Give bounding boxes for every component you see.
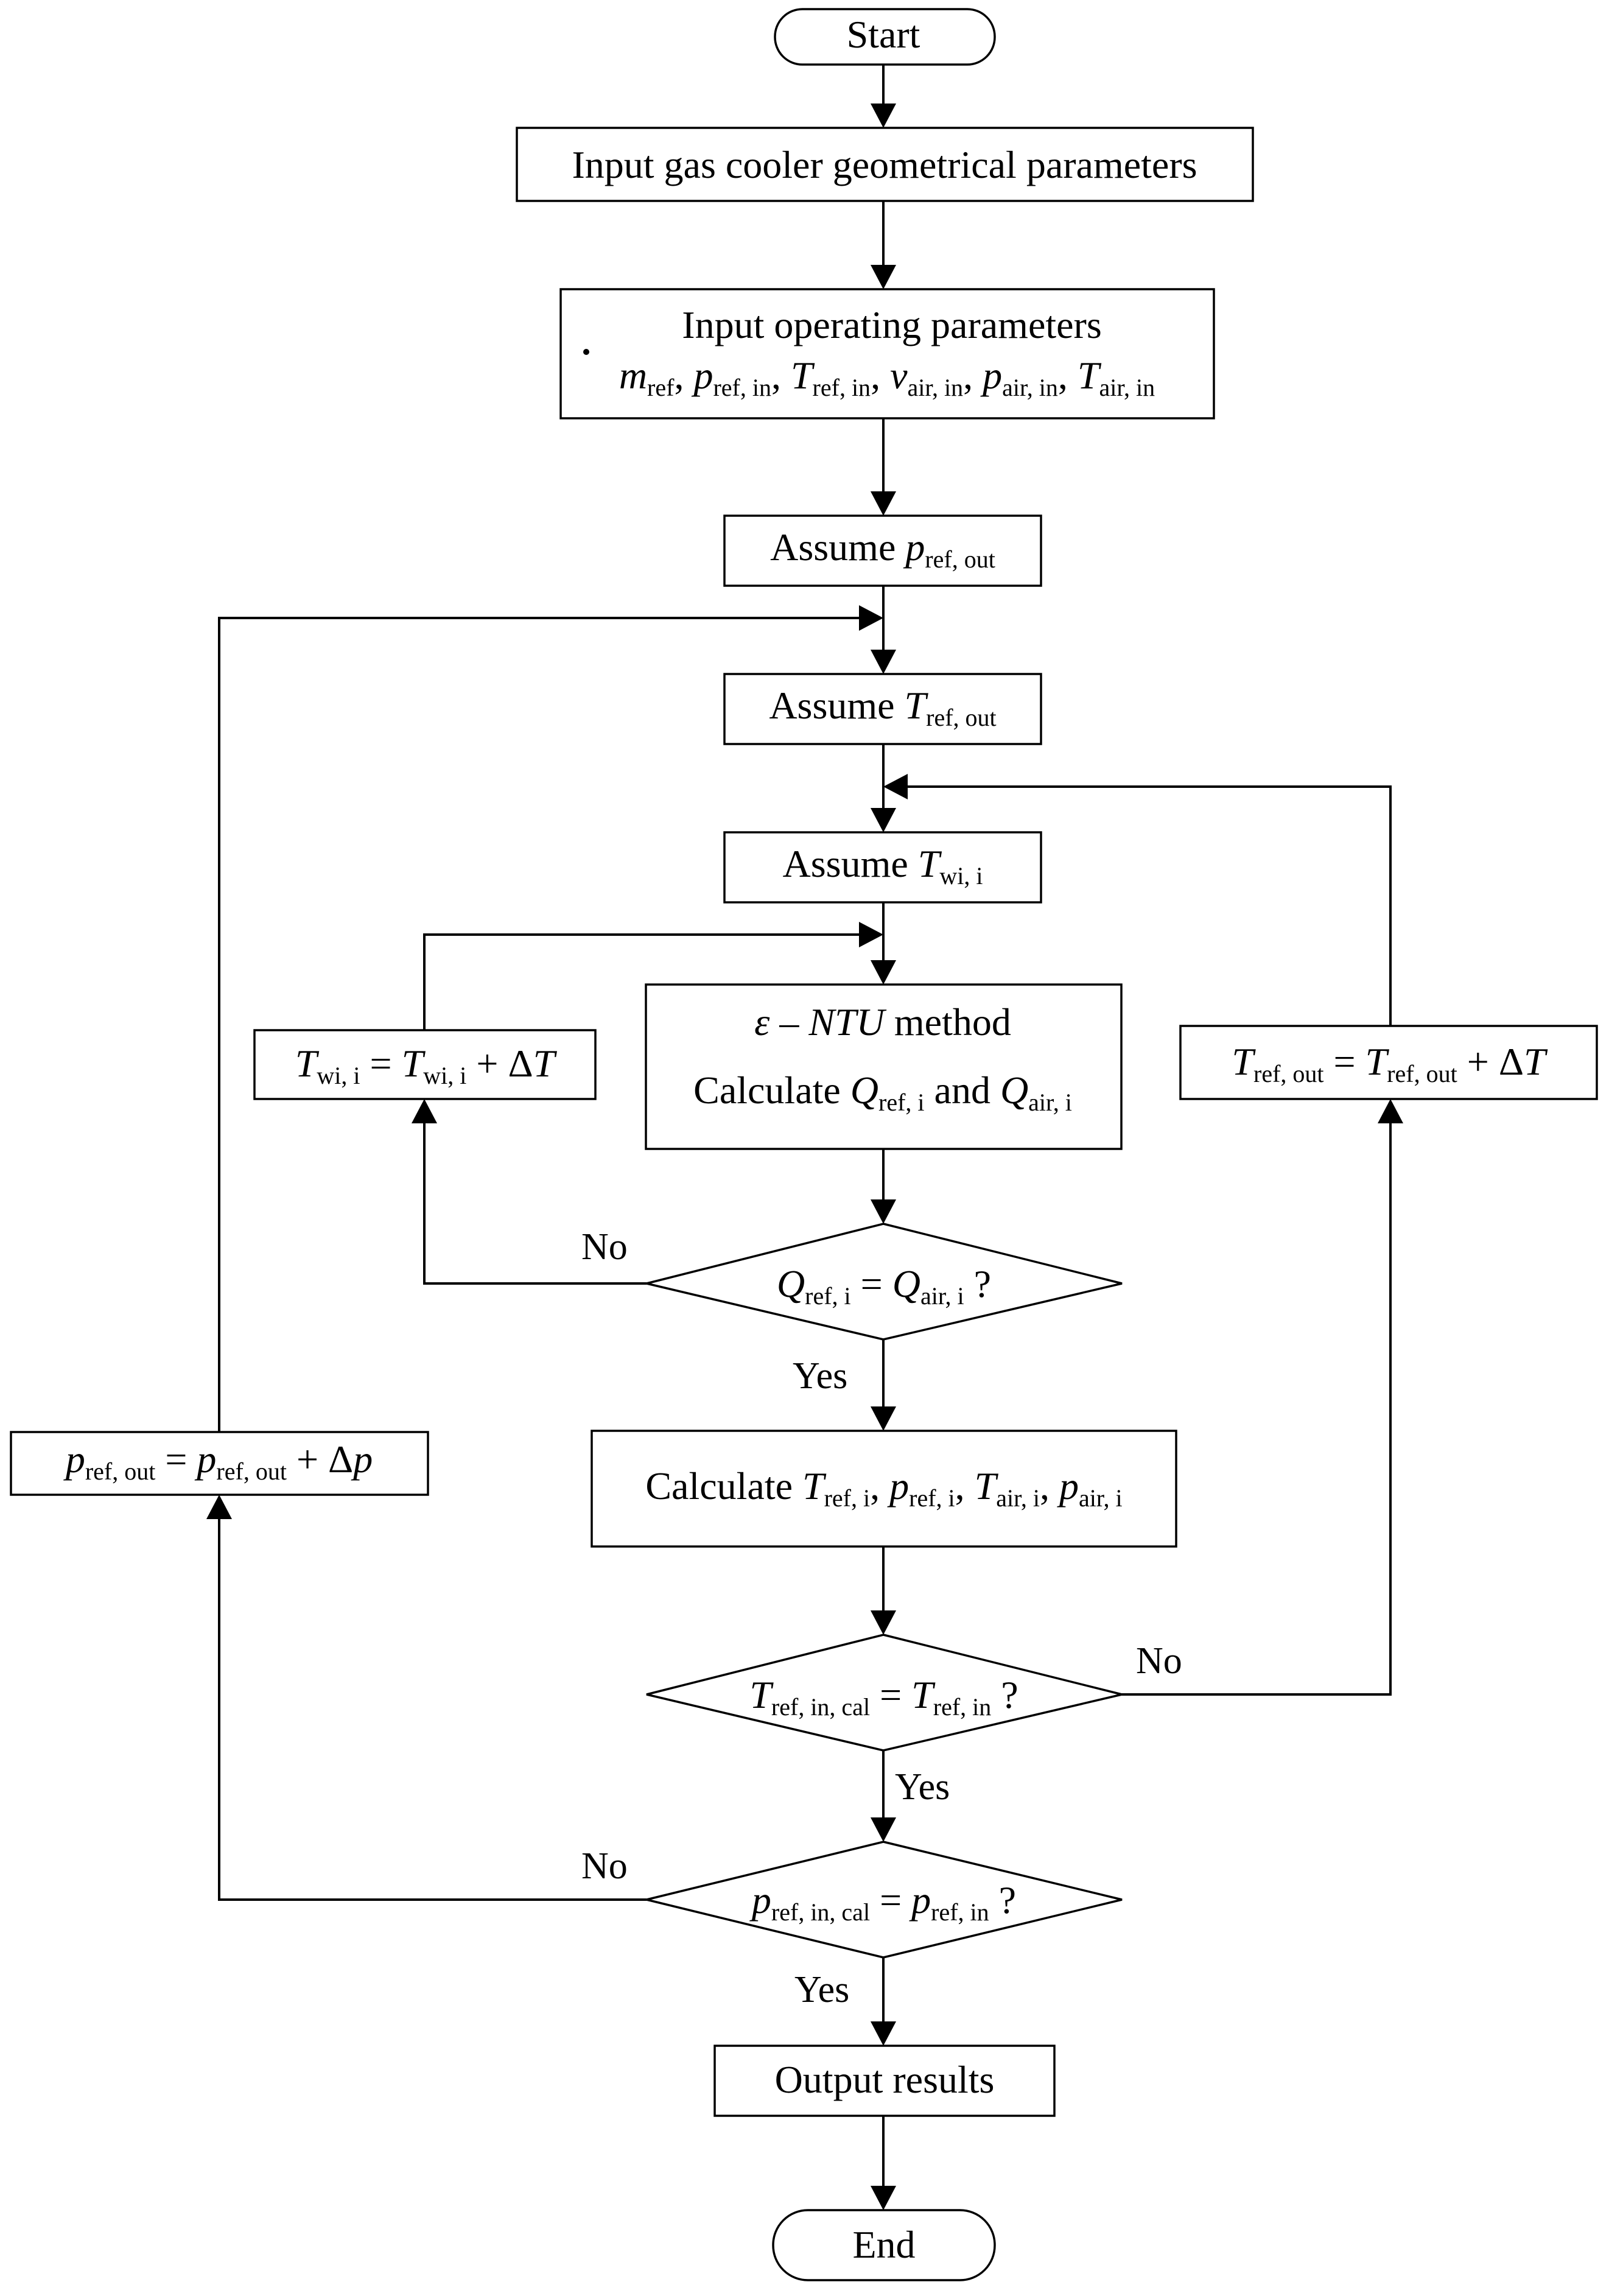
start-label: Start	[847, 13, 920, 56]
ntu-calculate-label: Calculate Qref, i and Qair, i	[693, 1069, 1072, 1116]
ntu-method-label: ε – NTU method	[754, 1000, 1011, 1044]
twi-update-label: Twi, i = Twi, i + ΔT	[295, 1042, 558, 1089]
arrowhead	[871, 650, 896, 674]
start-terminal: Start	[774, 8, 996, 66]
decision-q-yes-label: Yes	[793, 1355, 847, 1397]
loop-p-no-to-pref-update	[218, 1519, 647, 1901]
input-geometry-label: Input gas cooler geometrical parameters	[572, 143, 1197, 186]
twi-update-box: Twi, i = Twi, i + ΔT	[253, 1029, 597, 1100]
arrowhead	[871, 2021, 896, 2046]
calculate-label: Calculate Tref, i, pref, i, Tair, i, pai…	[645, 1464, 1122, 1512]
arrowhead	[871, 1817, 896, 1842]
tref-update-box: Tref, out = Tref, out + ΔT	[1179, 1025, 1598, 1100]
input-operating-params: mref, pref, in, Tref, in, vair, in, pair…	[619, 354, 1155, 401]
calculate-box: Calculate Tref, i, pref, i, Tair, i, pai…	[591, 1430, 1177, 1548]
decision-t-label: Tref, in, cal = Tref, in ?	[749, 1673, 1018, 1721]
decision-p-no-label: No	[581, 1845, 628, 1887]
assume-tref-box: Assume Tref, out	[723, 673, 1042, 745]
loop-twi-update-back	[423, 933, 859, 1047]
mdot-dot	[583, 349, 589, 355]
arrowhead	[1378, 1099, 1403, 1123]
decision-t-yes-label: Yes	[895, 1766, 950, 1808]
loop-tref-update-back	[908, 785, 1392, 1026]
pref-update-box: pref, out = pref, out + Δp	[10, 1431, 429, 1496]
arrowhead	[871, 2186, 896, 2210]
arrowhead	[859, 922, 883, 947]
decision-p-diamond: pref, in, cal = pref, in ?	[646, 1841, 1123, 1959]
output-box: Output results	[713, 2045, 1056, 2117]
output-label: Output results	[775, 2058, 995, 2101]
decision-t-diamond: Tref, in, cal = Tref, in ?	[646, 1634, 1123, 1752]
connectors	[206, 65, 1403, 2210]
arrowhead	[871, 104, 896, 128]
decision-q-diamond: Qref, i = Qair, i ?	[646, 1223, 1123, 1341]
input-operating-title: Input operating parameters	[682, 303, 1102, 346]
assume-twi-box: Assume Twi, i	[723, 831, 1042, 904]
arrowhead	[412, 1099, 437, 1123]
decision-p-label: pref, in, cal = pref, in ?	[749, 1878, 1016, 1926]
loop-pref-update-back	[218, 617, 859, 1432]
decision-q-no-label: No	[581, 1226, 628, 1268]
arrowhead	[883, 774, 908, 799]
arrowhead	[871, 808, 896, 832]
arrowhead	[871, 265, 896, 289]
pref-update-label: pref, out = pref, out + Δp	[63, 1438, 373, 1485]
assume-p-label: Assume pref, out	[770, 525, 995, 573]
end-terminal: End	[772, 2209, 996, 2281]
end-label: End	[852, 2223, 915, 2266]
arrowhead	[871, 491, 896, 516]
arrowhead	[206, 1495, 232, 1519]
arrowhead	[871, 960, 896, 985]
arrowhead	[871, 1199, 896, 1224]
ntu-method-box: ε – NTU method Calculate Qref, i and Qai…	[645, 983, 1123, 1150]
loop-t-no-to-tref-update	[1122, 1123, 1392, 1696]
arrowhead	[859, 605, 883, 631]
assume-twi-label: Assume Twi, i	[783, 842, 983, 890]
input-operating-box: Input operating parameters mref, pref, i…	[559, 288, 1215, 420]
loop-q-no-to-twi-update	[423, 1123, 647, 1285]
arrowhead	[871, 1610, 896, 1635]
assume-tref-label: Assume Tref, out	[769, 684, 996, 731]
assume-p-box: Assume pref, out	[723, 514, 1042, 587]
decision-p-yes-label: Yes	[794, 1969, 849, 2010]
arrowhead	[871, 1406, 896, 1431]
input-geometry-box: Input gas cooler geometrical parameters	[516, 127, 1254, 202]
tref-update-label: Tref, out = Tref, out + ΔT	[1232, 1040, 1548, 1087]
decision-q-label: Qref, i = Qair, i ?	[777, 1262, 991, 1310]
decision-t-no-label: No	[1136, 1640, 1182, 1682]
